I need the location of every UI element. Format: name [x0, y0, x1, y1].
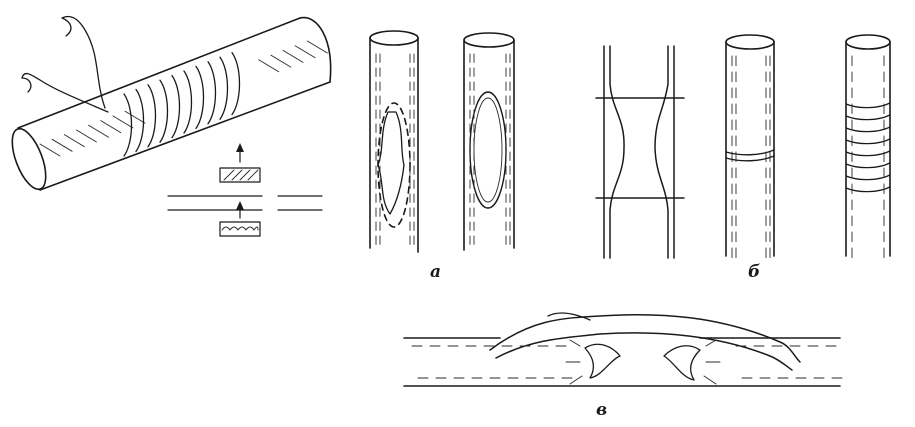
vessel-spiral-wrap: [11, 15, 332, 191]
label-a: а: [430, 262, 442, 282]
vessel-b-end-to-end: [725, 34, 775, 257]
vessel-a1: [369, 30, 419, 253]
schematic-inset: [167, 143, 323, 237]
vessel-b-stenosis: [595, 45, 685, 259]
label-b: б: [748, 262, 761, 282]
vessel-b-wrapped: [845, 34, 891, 257]
vessel-a2: [463, 32, 515, 251]
label-v: в: [596, 400, 608, 420]
vessel-v-bypass: [403, 312, 841, 387]
